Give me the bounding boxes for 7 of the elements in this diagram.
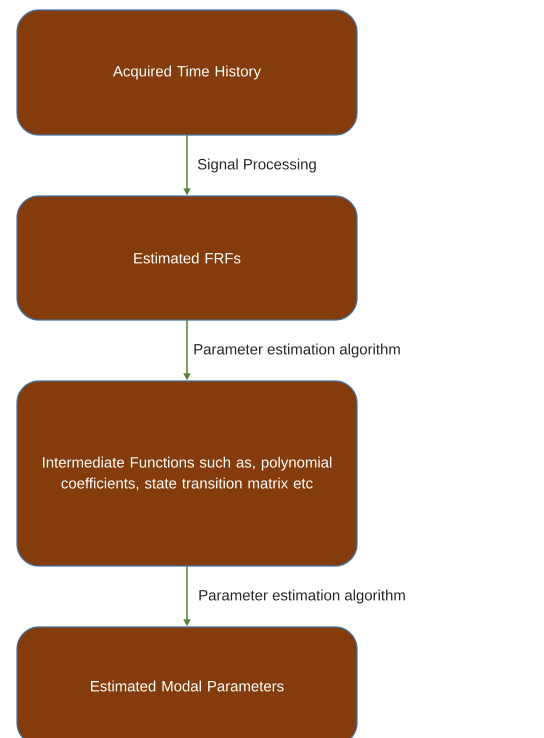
edge-label: Parameter estimation algorithm xyxy=(192,342,402,358)
process-box: Estimated FRFs xyxy=(16,195,358,321)
process-box: Acquired Time History xyxy=(16,9,358,136)
process-box: Estimated Modal Parameters xyxy=(16,626,358,738)
process-box: Intermediate Functions such as, polynomial coefficients, state transition matrix etc xyxy=(16,380,358,567)
edge-label: Signal Processing xyxy=(196,158,318,174)
edge-label: Parameter estimation algorithm xyxy=(197,588,407,604)
